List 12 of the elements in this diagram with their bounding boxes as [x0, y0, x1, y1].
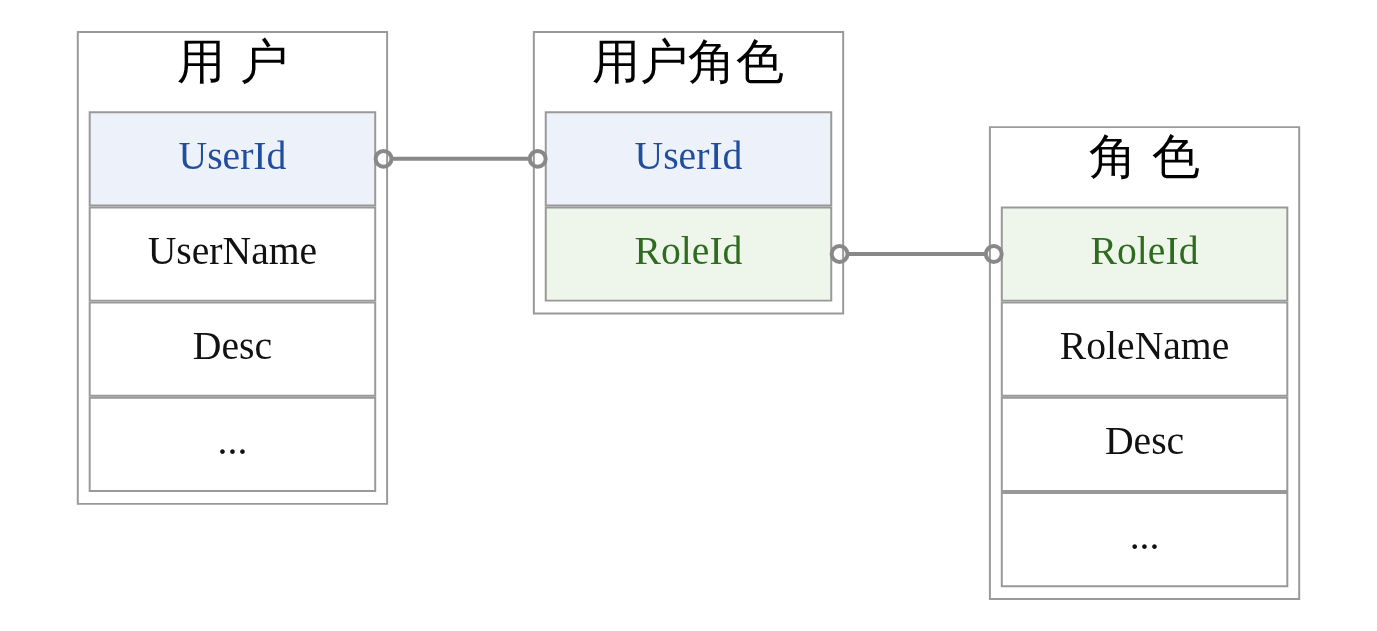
connector [373, 148, 548, 169]
node-box: RoleId [1000, 206, 1289, 302]
node-box: ... [88, 396, 377, 492]
node-box: RoleId [544, 206, 833, 302]
node-box: UserName [88, 206, 377, 302]
node-box: UserId [544, 111, 833, 207]
node-box: Desc [88, 301, 377, 397]
node-box: Desc [1000, 396, 1289, 492]
node-box: UserId [88, 111, 377, 207]
node-box: RoleName [1000, 301, 1289, 397]
node-box: ... [1000, 491, 1289, 588]
connector [829, 244, 1004, 264]
